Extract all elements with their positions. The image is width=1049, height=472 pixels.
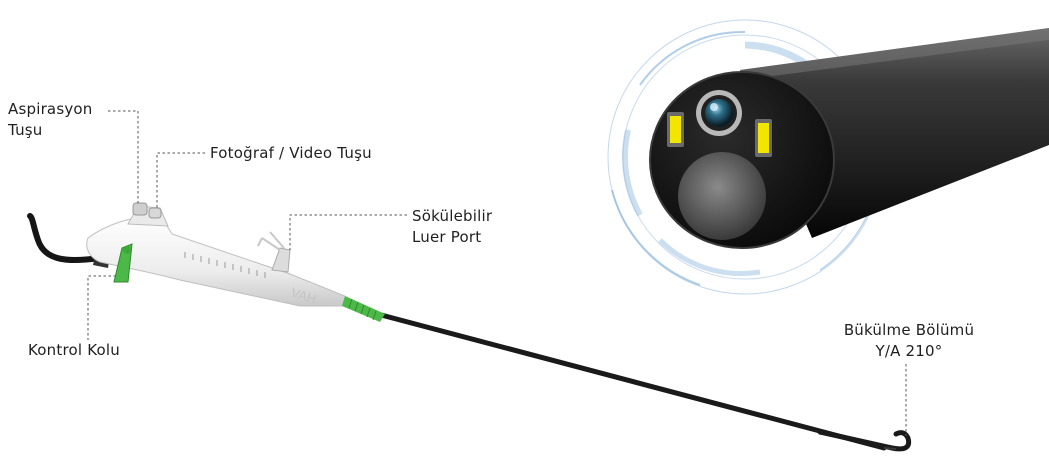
endoscope-handle: VAH [27,202,385,322]
leader-lines [87,110,907,436]
leader-kontrol-kolu [87,275,116,340]
label-kontrol-text: Kontrol Kolu [28,341,120,359]
label-aspirasyon-line2: Tuşu [8,121,43,139]
led-light-left-icon [667,112,684,147]
label-luer-line1: Sökülebilir [412,207,493,225]
camera-lens-icon [696,90,742,136]
bending-section [817,429,912,452]
leader-foto-video [156,152,205,208]
aspiration-button [132,202,148,216]
label-fotograf-video-tusu: Fotoğraf / Video Tuşu [210,143,372,164]
leader-aspirasyon [108,110,139,204]
label-bukulme-bolumu: Bükülme Bölümü Y/A 210° [836,320,982,362]
tip-closeup [607,19,1049,295]
label-kontrol-kolu: Kontrol Kolu [28,340,120,361]
label-sokulebilir-luer-port: Sökülebilir Luer Port [412,206,492,248]
control-lever [113,243,133,283]
leader-luer-port [289,214,407,250]
strain-relief [342,296,385,322]
label-luer-line2: Luer Port [412,228,482,246]
photo-video-button [148,207,162,219]
insertion-shaft [367,309,912,452]
working-channel-icon [678,152,766,240]
label-bukulme-line2: Y/A 210° [875,342,943,360]
led-light-right-icon [755,119,772,157]
label-aspirasyon-line1: Aspirasyon [8,100,93,118]
luer-port [257,231,291,273]
label-aspirasyon-tusu: Aspirasyon Tuşu [8,99,93,141]
label-bukulme-line1: Bükülme Bölümü [843,321,975,339]
cable [27,213,103,263]
label-foto-text: Fotoğraf / Video Tuşu [210,144,372,162]
